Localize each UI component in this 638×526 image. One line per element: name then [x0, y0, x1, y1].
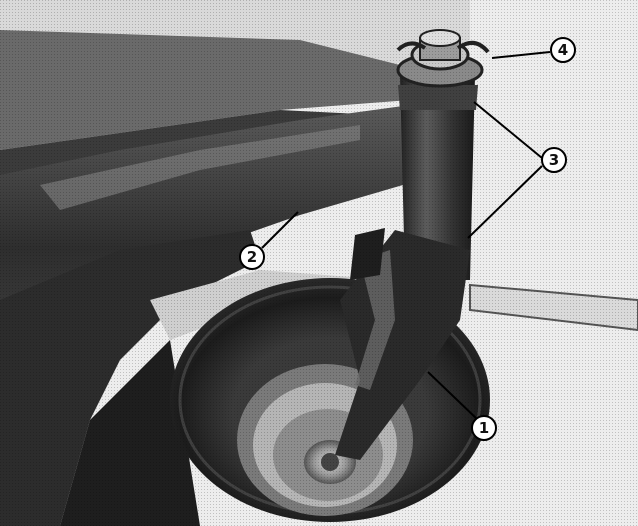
callout-3-leader-lower — [467, 165, 543, 239]
callout-1: 1 — [471, 415, 497, 441]
callout-3: 3 — [541, 147, 567, 173]
callout-4: 4 — [550, 37, 576, 63]
callout-1-leader — [427, 371, 479, 421]
callout-2: 2 — [239, 244, 265, 270]
callout-1-label: 1 — [479, 419, 489, 437]
callout-2-label: 2 — [247, 248, 257, 266]
callout-3-leader-upper — [473, 101, 543, 159]
callout-3-label: 3 — [549, 151, 559, 169]
callout-4-leader — [491, 51, 551, 59]
callout-2-leader — [261, 211, 299, 249]
callout-4-label: 4 — [558, 41, 568, 59]
